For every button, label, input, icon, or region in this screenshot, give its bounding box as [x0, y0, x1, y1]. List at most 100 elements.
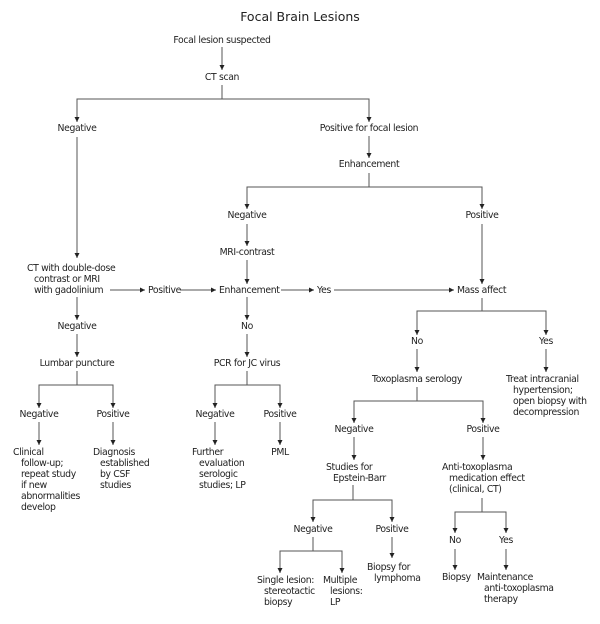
node-line: with gadolinium [34, 285, 104, 296]
node-enhancement2: Enhancement [219, 285, 280, 296]
connector-pcr-to-pcr-negative [214, 371, 248, 408]
node-enhancement1: Enhancement [339, 159, 400, 170]
node-line: studies [100, 480, 131, 491]
node-line: Epstein-Barr [333, 473, 386, 484]
node-line: Enhancement [219, 285, 280, 296]
node-line: Enhancement [339, 159, 400, 170]
node-line: Biopsy [442, 572, 472, 583]
connector-toxo-to-toxo-negative [353, 387, 418, 423]
connector-lumbar-to-lp-negative [38, 371, 78, 408]
connector-enhancement1-to-enh-positive [369, 186, 483, 209]
node-line: Maintenance [477, 572, 534, 583]
arrowhead-icon [449, 287, 454, 293]
node-mri-contrast: MRI-contrast [220, 247, 275, 258]
arrowhead-icon [351, 455, 357, 460]
node-line: hypertension; [513, 385, 573, 396]
connector-mass-affect-to-mass-no [416, 298, 483, 335]
node-line: Diagnosis [93, 447, 136, 458]
arrowhead-icon [110, 403, 116, 408]
node-eb-positive: Positive [375, 524, 409, 535]
node-line: Studies for [326, 462, 373, 473]
node-line: if new [21, 480, 48, 491]
node-line: anti-toxoplasma [484, 583, 554, 594]
arrowhead-icon [309, 287, 314, 293]
node-lp-negative: Negative [20, 409, 60, 420]
node-line: established [100, 458, 150, 469]
node-line: Positive [466, 424, 500, 435]
arrowhead-icon [366, 117, 372, 122]
node-line: PCR for JC virus [214, 358, 281, 369]
arrowhead-icon [479, 204, 485, 209]
node-enh-positive: Positive [465, 210, 499, 221]
node-line: therapy [484, 594, 519, 605]
node-line: Mass affect [457, 285, 507, 296]
node-line: Anti-toxoplasma [442, 462, 512, 473]
node-line: contrast or MRI [34, 274, 100, 285]
node-line: Positive [465, 210, 499, 221]
node-line: Positive for focal lesion [320, 123, 419, 134]
arrowhead-icon [211, 287, 216, 293]
node-line: Negative [228, 210, 268, 221]
arrowhead-icon [244, 241, 250, 246]
arrowhead-icon [389, 517, 395, 522]
node-line: lesions: [330, 586, 363, 597]
node-suspected: Focal lesion suspected [173, 35, 271, 46]
node-mass-no: No [411, 336, 424, 347]
node-line: abnormalities [21, 491, 81, 502]
node-line: Negative [58, 321, 98, 332]
connector-ct-scan-to-ct-positive [222, 98, 370, 122]
arrowhead-icon [74, 253, 80, 258]
diagram-title: Focal Brain Lesions [240, 9, 360, 24]
node-enh-negative: Negative [228, 210, 268, 221]
node-ct-positive: Positive for focal lesion [320, 123, 419, 134]
node-pcr: PCR for JC virus [214, 358, 281, 369]
arrowhead-icon [212, 403, 218, 408]
node-line: Positive [375, 524, 409, 535]
node-line: No [241, 321, 254, 332]
node-line: medication effect [449, 473, 525, 484]
arrowhead-icon [74, 315, 80, 320]
node-line: Positive [96, 409, 130, 420]
connector-ct-scan-to-ct-negative [76, 85, 223, 122]
node-line: No [449, 535, 462, 546]
connector-pcr-to-pcr-positive [247, 384, 281, 408]
node-lumbar: Lumbar puncture [40, 358, 115, 369]
connector-epstein-to-eb-positive [353, 499, 393, 522]
node-med-no: No [449, 535, 462, 546]
node-toxo: Toxoplasma serology [371, 374, 463, 385]
node-line: Negative [196, 409, 236, 420]
node-line: by CSF [100, 469, 130, 480]
arrowhead-icon [351, 418, 357, 423]
node-line: Positive [148, 285, 182, 296]
node-line: LP [330, 597, 341, 608]
arrowhead-icon [110, 440, 116, 445]
node-line: Multiple [323, 575, 358, 586]
arrowhead-icon [480, 455, 486, 460]
node-mass-affect: Mass affect [457, 285, 507, 296]
arrowhead-icon [140, 287, 145, 293]
arrowhead-icon [74, 352, 80, 357]
connector-eb-negative-to-multiple [313, 550, 343, 573]
arrowhead-icon [480, 418, 486, 423]
connector-anti-toxo-to-med-yes [482, 511, 507, 533]
node-line: Positive [263, 409, 297, 420]
node-pcr-positive: Positive [263, 409, 297, 420]
arrowhead-icon [452, 528, 458, 533]
arrowhead-icon [36, 440, 42, 445]
connectors [36, 47, 549, 573]
arrowhead-icon [244, 204, 250, 209]
node-line: decompression [513, 407, 579, 418]
node-line: repeat study [21, 469, 77, 480]
arrowhead-icon [366, 153, 372, 158]
arrowhead-icon [339, 568, 345, 573]
arrowhead-icon [310, 517, 316, 522]
